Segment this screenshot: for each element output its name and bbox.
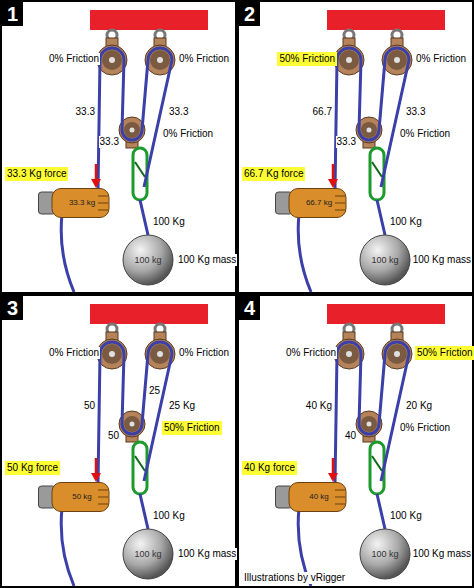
mass-text: 100 kg	[122, 528, 174, 580]
panel-number: 3	[2, 296, 23, 320]
rope-label: 40	[344, 430, 357, 442]
rope-label: 0% Friction	[399, 128, 451, 140]
highlight-label: 50% Friction	[415, 346, 474, 360]
rope-label: 100 Kg	[389, 510, 423, 522]
hand-force-text: 66.7 kg	[275, 188, 347, 218]
panel-number: 2	[239, 2, 260, 26]
rope-label: 0% Friction	[399, 422, 451, 434]
highlight-label: 50% Friction	[277, 52, 337, 66]
rope-label: 25	[148, 385, 161, 397]
rope-label: 100 Kg	[152, 510, 186, 522]
highlight-label: 40 Kg force	[242, 461, 297, 475]
rope-label: 0% Friction	[285, 347, 337, 359]
rope-label: 100 Kg mass	[412, 254, 472, 266]
panel-number: 1	[2, 2, 23, 26]
rope-label: 100 Kg	[389, 216, 423, 228]
rope-label: 33.3	[99, 136, 120, 148]
rope-label: 0% Friction	[178, 53, 230, 65]
hand-glove: 40 kg	[275, 482, 347, 512]
mass-ball: 100 kg	[359, 528, 411, 580]
mass-ball: 100 kg	[122, 234, 174, 286]
rope-label: 100 Kg mass	[412, 548, 472, 560]
rope-label: 33.3	[405, 106, 426, 118]
hand-glove: 50 kg	[38, 482, 110, 512]
rope-label: 25 Kg	[168, 400, 196, 412]
hand-force-text: 33.3 kg	[38, 188, 110, 218]
mass-ball: 100 kg	[122, 528, 174, 580]
highlight-label: 33.3 Kg force	[5, 167, 68, 181]
rope-label: 0% Friction	[162, 128, 214, 140]
highlight-text: 40 Kg force	[244, 462, 295, 473]
rope-label: 66.7	[312, 106, 333, 118]
highlight-text: 50% Friction	[164, 422, 220, 433]
rope-label: 50	[83, 400, 96, 412]
rope-label: 40 Kg	[305, 400, 333, 412]
rope-label: 50	[107, 430, 120, 442]
rope-label: 100 Kg mass	[177, 254, 237, 266]
highlight-label: 50% Friction	[162, 421, 222, 435]
panel: 50% Friction 50 Kg force 50 kg 100 kg 3	[0, 294, 237, 588]
hand-glove: 33.3 kg	[38, 188, 110, 218]
rope-label: 33.3	[168, 106, 189, 118]
highlight-text: 50% Friction	[417, 347, 473, 358]
panel: 50% Friction 66.7 Kg force 66.7 kg 100 kg 2	[237, 0, 474, 294]
rope-label: 20 Kg	[405, 400, 433, 412]
highlight-text: 66.7 Kg force	[244, 168, 303, 179]
highlight-text: 50% Friction	[279, 53, 335, 64]
hand-force-text: 50 kg	[38, 482, 110, 512]
rope-label: 100 Kg	[152, 216, 186, 228]
rope-label: 0% Friction	[48, 53, 100, 65]
highlight-label: 50 Kg force	[5, 461, 60, 475]
mass-text: 100 kg	[359, 234, 411, 286]
rope-label: 0% Friction	[48, 347, 100, 359]
highlight-label: 66.7 Kg force	[242, 167, 305, 181]
panel: 33.3 Kg force 33.3 kg 100 kg 1	[0, 0, 237, 294]
highlight-text: 33.3 Kg force	[7, 168, 66, 179]
panel-number: 4	[239, 296, 260, 320]
rope-label: 0% Friction	[178, 347, 230, 359]
rope-label: 100 Kg mass	[177, 548, 237, 560]
credit-note: Illustrations by vRigger	[243, 572, 346, 584]
highlight-text: 50 Kg force	[7, 462, 58, 473]
rope-label: 0% Friction	[415, 53, 467, 65]
rope-label: 33.3	[75, 106, 96, 118]
mass-text: 100 kg	[122, 234, 174, 286]
mass-text: 100 kg	[359, 528, 411, 580]
mass-ball: 100 kg	[359, 234, 411, 286]
panel: 50% Friction 40 Kg force 40 kg 100 kg 4	[237, 294, 474, 588]
hand-force-text: 40 kg	[275, 482, 347, 512]
rope-label: 33.3	[336, 136, 357, 148]
hand-glove: 66.7 kg	[275, 188, 347, 218]
